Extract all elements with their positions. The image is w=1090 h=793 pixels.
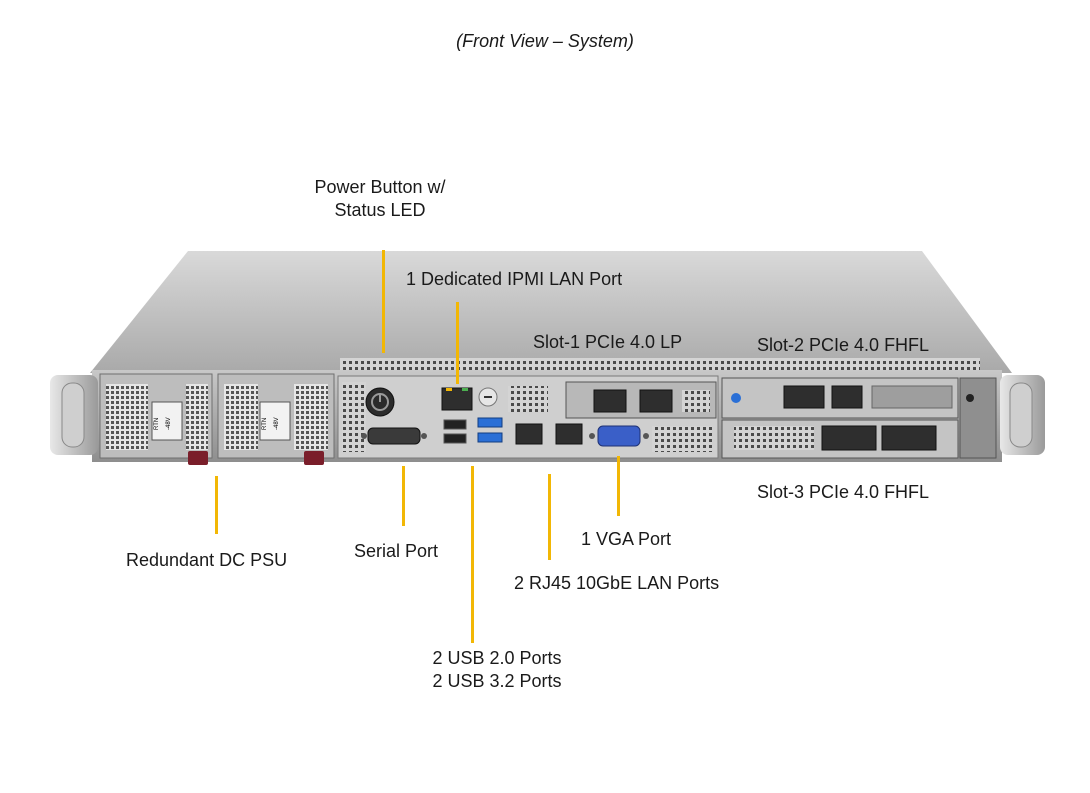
leader-power-button [382,250,385,353]
label-psu: Redundant DC PSU [126,550,288,570]
label-slot2: Slot-2 PCIe 4.0 FHFL [757,335,930,355]
slot1-lp-card [565,381,717,419]
serial-port-connector [367,427,421,445]
chassis-top-cover [90,251,1012,373]
psu2-handle [304,451,324,465]
usb3-port-bottom [477,432,503,443]
right-rack-ear [1000,375,1045,455]
leader-usb-ports [471,466,474,643]
label-usb-line2: 2 USB 3.2 Ports [432,671,562,691]
label-usb-ports: 2 USB 2.0 Ports 2 USB 3.2 Ports [397,647,597,693]
psu-module-2: RTN -48V [217,373,335,465]
usb3-port-top [477,417,503,428]
left-rack-ear [50,375,98,455]
lid-vent-strip [340,358,980,370]
label-power-button: Power Button w/ Status LED [300,176,460,222]
leader-lan-ports [548,474,551,560]
leader-vga-port [617,456,620,516]
right-io-strip [959,377,997,459]
label-serial-port: Serial Port [354,541,439,561]
label-slot1: Slot-1 PCIe 4.0 LP [533,332,683,352]
lan-10gbe-port-2 [555,423,583,445]
vga-port-connector [597,425,641,447]
ipmi-lan-port [441,387,473,411]
psu-module-1: RTN -48V [99,373,213,465]
label-power-button-line2: Status LED [334,200,426,220]
label-vga-port: 1 VGA Port [581,529,672,549]
usb2-port-bottom [443,433,467,444]
psu1-48v-marking: -48V [166,417,172,430]
leader-psu [215,476,218,534]
psu1-handle [188,451,208,465]
slot3-fhfl-card [721,419,959,459]
usb2-port-top [443,419,467,430]
leader-ipmi-port [456,302,459,384]
psu2-48v-marking: -48V [274,417,280,430]
leader-serial-port [402,466,405,526]
figure-title: (Front View – System) [456,31,634,51]
slot2-fhfl-card [721,377,959,419]
label-slot3: Slot-3 PCIe 4.0 FHFL [757,482,930,502]
label-lan-ports: 2 RJ45 10GbE LAN Ports [514,573,720,593]
lan-10gbe-port-1 [515,423,543,445]
label-power-button-line1: Power Button w/ [314,177,446,197]
label-ipmi-port: 1 Dedicated IPMI LAN Port [406,269,623,289]
label-usb-line1: 2 USB 2.0 Ports [432,648,562,668]
psu1-rtn-marking: RTN [154,418,160,430]
psu2-rtn-marking: RTN [262,418,268,430]
